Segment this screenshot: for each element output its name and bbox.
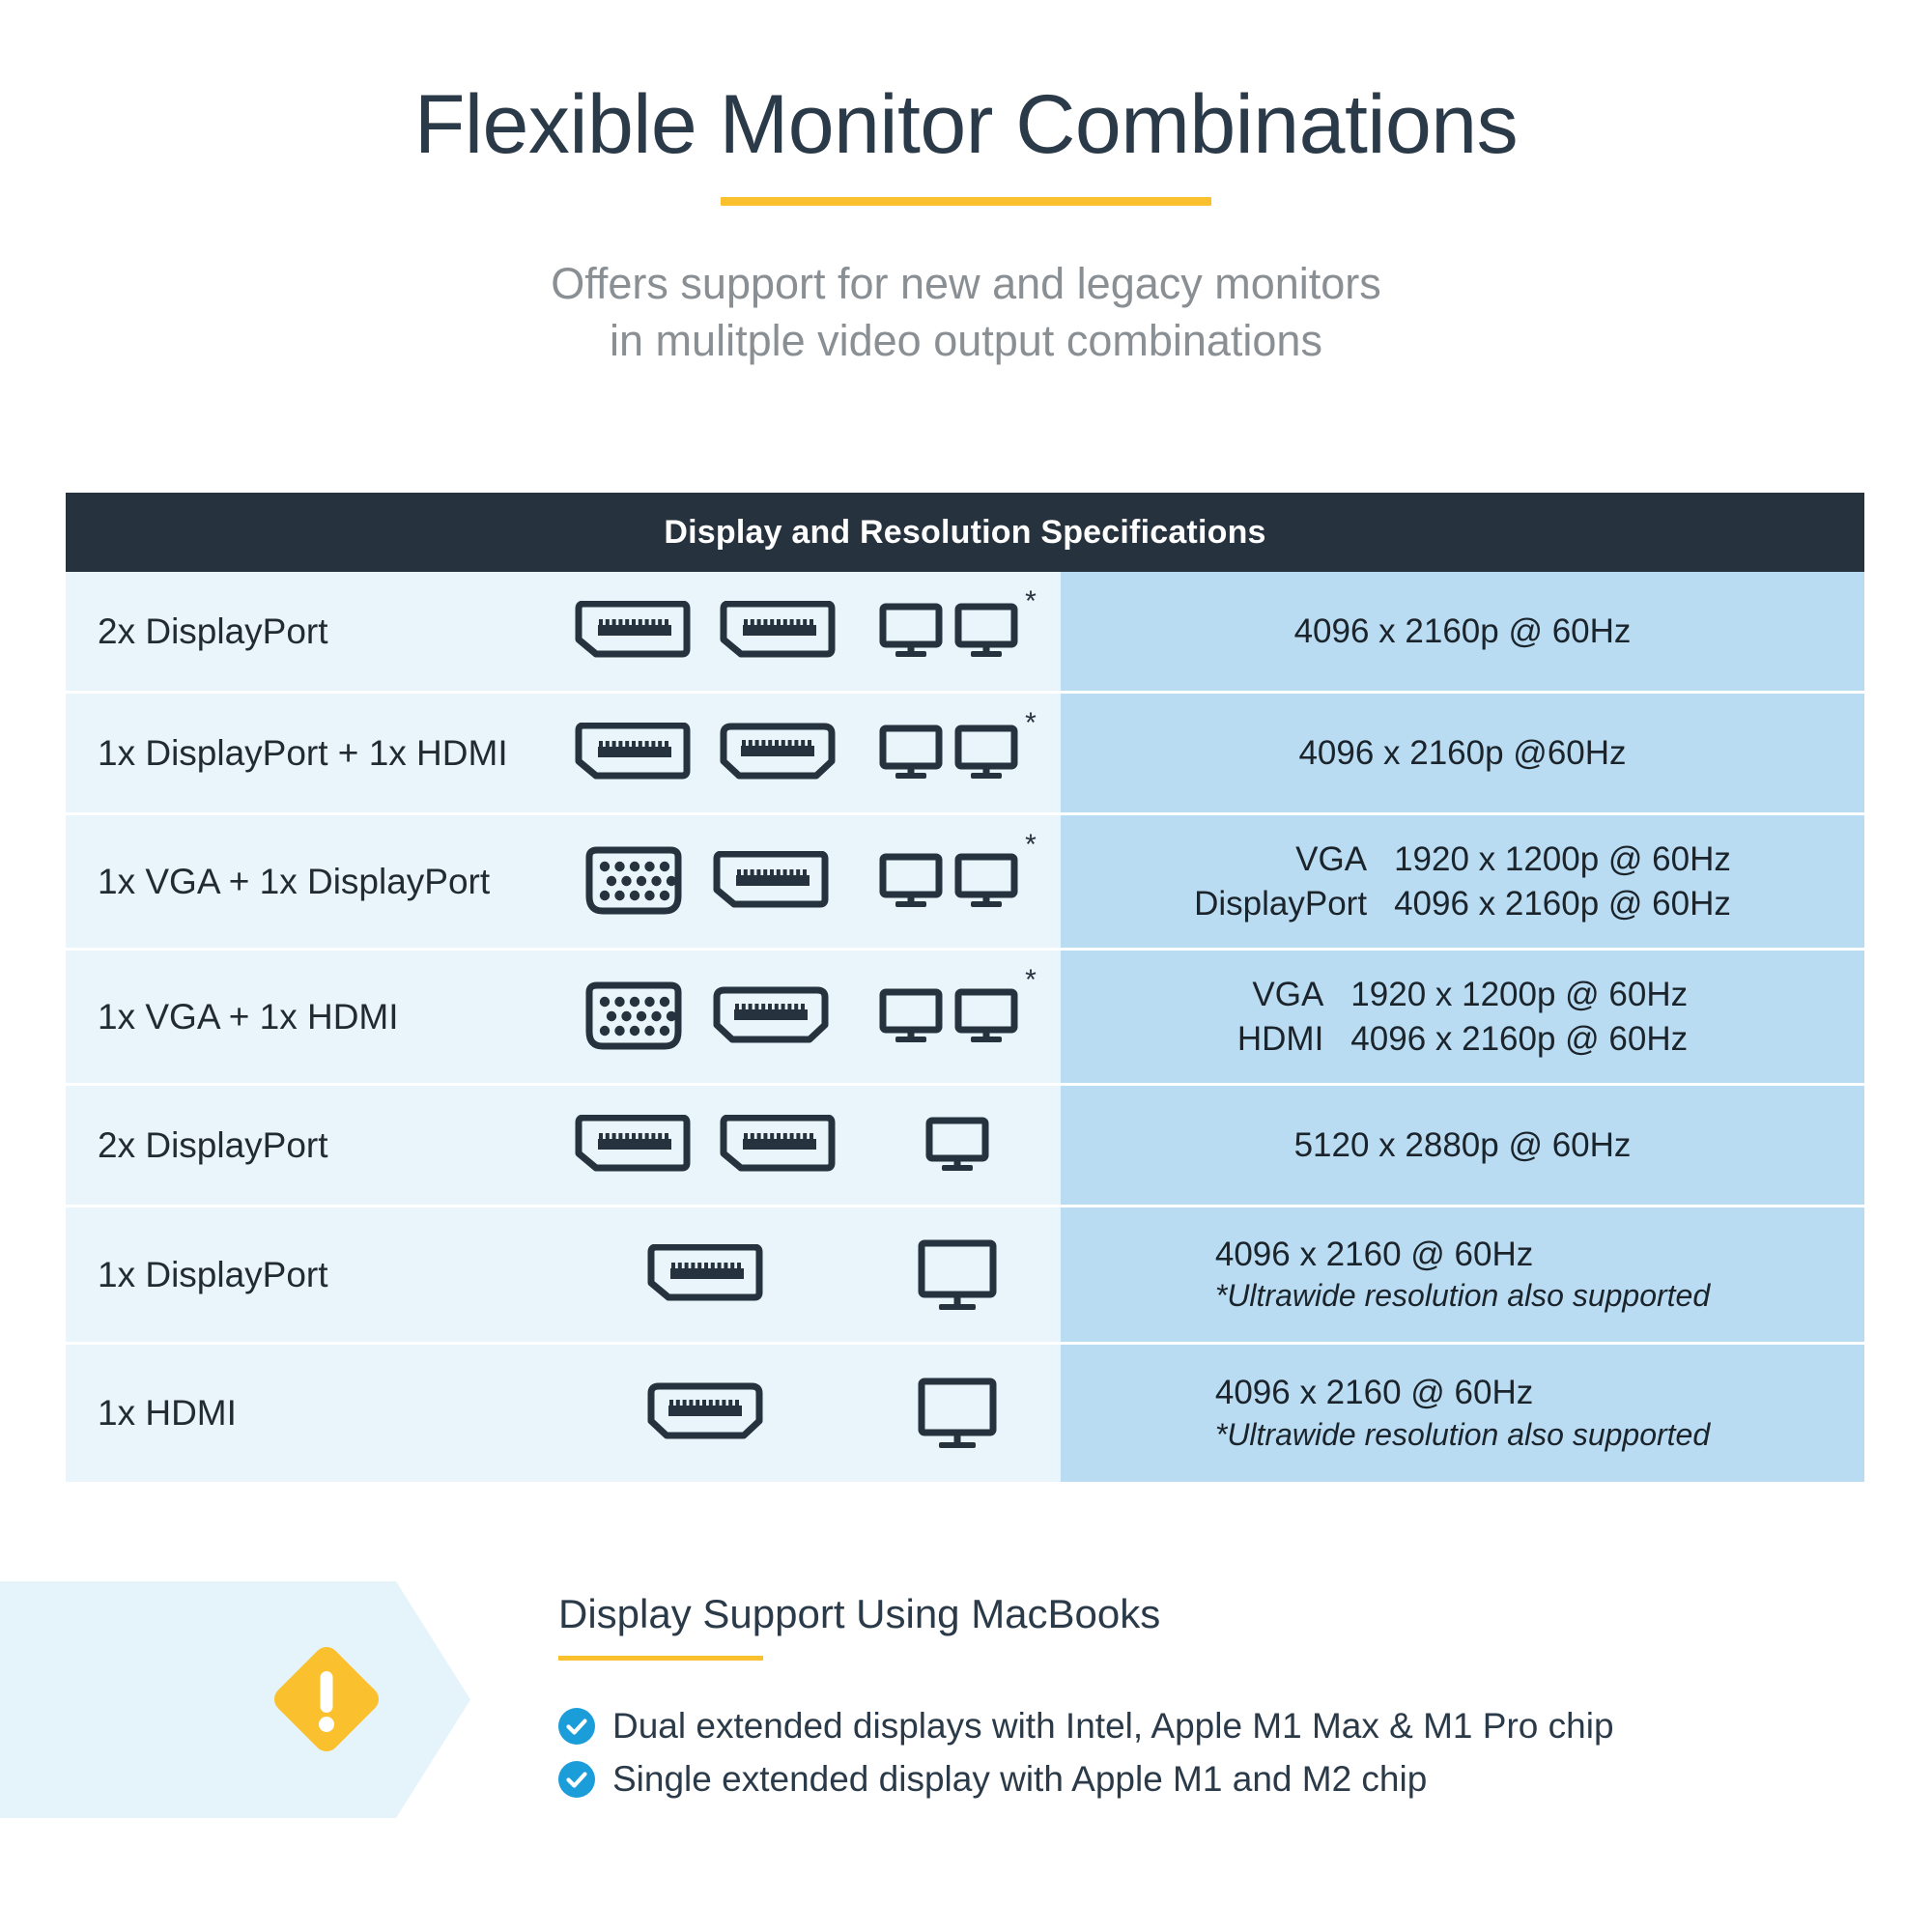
macbook-support-section: Display Support Using MacBooks Dual exte… [558, 1594, 1814, 1812]
row-combination-label: 1x DisplayPort + 1x HDMI [98, 732, 508, 773]
macbook-support-underline [558, 1656, 763, 1661]
table-row: 2x DisplayPort * 4096 x 2160p @ 60Hz [66, 572, 1864, 694]
row-connector-icons [556, 1345, 854, 1482]
support-bullet-item: Single extended display with Apple M1 an… [558, 1758, 1814, 1800]
table-row: 2x DisplayPort 5120 x 2880p @ 60Hz [66, 1086, 1864, 1208]
displayport-connector-icon [720, 1114, 836, 1171]
displayport-connector-icon [575, 600, 691, 657]
monitor-icon [918, 1239, 997, 1310]
row-monitor-icons [854, 1345, 1061, 1482]
callout-banner-shape [0, 1581, 470, 1818]
row-combination-label: 1x HDMI [98, 1393, 237, 1433]
row-resolution-cell: 4096 x 2160p @60Hz [1061, 694, 1864, 812]
row-monitor-icons: * [854, 815, 1061, 948]
vga-connector-icon [585, 981, 682, 1049]
support-bullet-item: Dual extended displays with Intel, Apple… [558, 1706, 1814, 1747]
page-header: Flexible Monitor Combinations Offers sup… [0, 0, 1932, 369]
row-monitor-icons [854, 1208, 1061, 1342]
monitor-icon [954, 724, 1018, 779]
row-connector-icons [556, 815, 854, 948]
macbook-support-title: Display Support Using MacBooks [558, 1591, 1161, 1636]
table-body: 2x DisplayPort * 4096 x 2160p @ 60Hz 1x Di… [66, 572, 1864, 1482]
displayport-connector-icon [575, 1114, 691, 1171]
row-resolution-cell: 4096 x 2160 @ 60Hz*Ultrawide resolution … [1061, 1208, 1864, 1342]
displayport-connector-icon [647, 1243, 763, 1300]
row-connector-icons [556, 951, 854, 1083]
check-circle-icon [558, 1761, 595, 1799]
vga-connector-icon [585, 846, 682, 914]
warning-exclamation-diamond-icon [273, 1646, 380, 1752]
table-header-label: Display and Resolution Specifications [664, 513, 1266, 551]
asterisk-marker: * [1025, 585, 1037, 617]
monitor-icon [879, 603, 943, 657]
row-combination-label: 2x DisplayPort [98, 1124, 328, 1165]
hdmi-connector-icon [720, 723, 836, 779]
displayport-connector-icon [575, 722, 691, 779]
hdmi-connector-icon [713, 986, 829, 1042]
row-connector-icons [556, 572, 854, 691]
displayport-connector-icon [720, 600, 836, 657]
monitor-icon [954, 603, 1018, 657]
monitor-icon [954, 853, 1018, 907]
monitor-icon [918, 1378, 997, 1448]
resolution-values: 4096 x 2160 @ 60Hz*Ultrawide resolution … [1215, 1233, 1710, 1317]
monitor-icon [879, 724, 943, 779]
table-header: Display and Resolution Specifications [66, 493, 1864, 572]
resolution-values: 4096 x 2160p @ 60Hz [1293, 611, 1632, 650]
row-resolution-cell: 4096 x 2160 @ 60Hz*Ultrawide resolution … [1061, 1345, 1864, 1482]
asterisk-marker: * [1025, 829, 1037, 861]
page-title: Flexible Monitor Combinations [413, 78, 1519, 171]
support-bullet-text: Dual extended displays with Intel, Apple… [612, 1706, 1614, 1746]
resolution-values: 5120 x 2880p @ 60Hz [1293, 1125, 1632, 1164]
check-circle-icon [558, 1708, 595, 1746]
row-connector-icons [556, 694, 854, 812]
support-bullet-text: Single extended display with Apple M1 an… [612, 1758, 1428, 1799]
row-monitor-icons: * [854, 572, 1061, 691]
subtitle-line-2: in mulitple video output combinations [610, 315, 1322, 365]
row-combination-label: 2x DisplayPort [98, 611, 328, 651]
page-subtitle: Offers support for new and legacy monito… [0, 256, 1932, 369]
displayport-connector-icon [713, 850, 829, 907]
monitor-icon [879, 988, 943, 1042]
hdmi-connector-icon [647, 1382, 763, 1439]
row-monitor-icons: * [854, 694, 1061, 812]
resolution-note: *Ultrawide resolution also supported [1214, 1416, 1711, 1452]
row-monitor-icons: * [854, 951, 1061, 1083]
macbook-support-bullets: Dual extended displays with Intel, Apple… [558, 1706, 1814, 1800]
row-connector-icons [556, 1086, 854, 1205]
row-monitor-icons [854, 1086, 1061, 1205]
title-underline-rule [721, 197, 1211, 206]
monitor-icon [925, 1117, 989, 1171]
resolution-values: 4096 x 2160 @ 60Hz*Ultrawide resolution … [1215, 1371, 1710, 1455]
specifications-table: Display and Resolution Specifications 2x… [66, 493, 1864, 1482]
row-connector-icons [556, 1208, 854, 1342]
row-resolution-cell: 5120 x 2880p @ 60Hz [1061, 1086, 1864, 1205]
row-combination-label: 1x DisplayPort [98, 1254, 328, 1294]
table-row: 1x DisplayPort 4096 x 2160 @ 60Hz*Ultraw… [66, 1208, 1864, 1345]
table-row: 1x HDMI 4096 x 2160 @ 60Hz*Ultrawide res… [66, 1345, 1864, 1482]
resolution-values: 4096 x 2160p @60Hz [1298, 733, 1627, 772]
row-resolution-cell: 4096 x 2160p @ 60Hz [1061, 572, 1864, 691]
monitor-icon [954, 988, 1018, 1042]
callout-banner [0, 1581, 470, 1818]
asterisk-marker: * [1025, 707, 1037, 739]
resolution-note: *Ultrawide resolution also supported [1214, 1278, 1711, 1314]
table-row: 1x DisplayPort + 1x HDMI * 4096 x 2160p @… [66, 694, 1864, 815]
monitor-icon [879, 853, 943, 907]
row-combination-label: 1x VGA + 1x HDMI [98, 996, 399, 1037]
subtitle-line-1: Offers support for new and legacy monito… [551, 259, 1381, 308]
row-combination-label: 1x VGA + 1x DisplayPort [98, 861, 491, 901]
asterisk-marker: * [1025, 964, 1037, 996]
